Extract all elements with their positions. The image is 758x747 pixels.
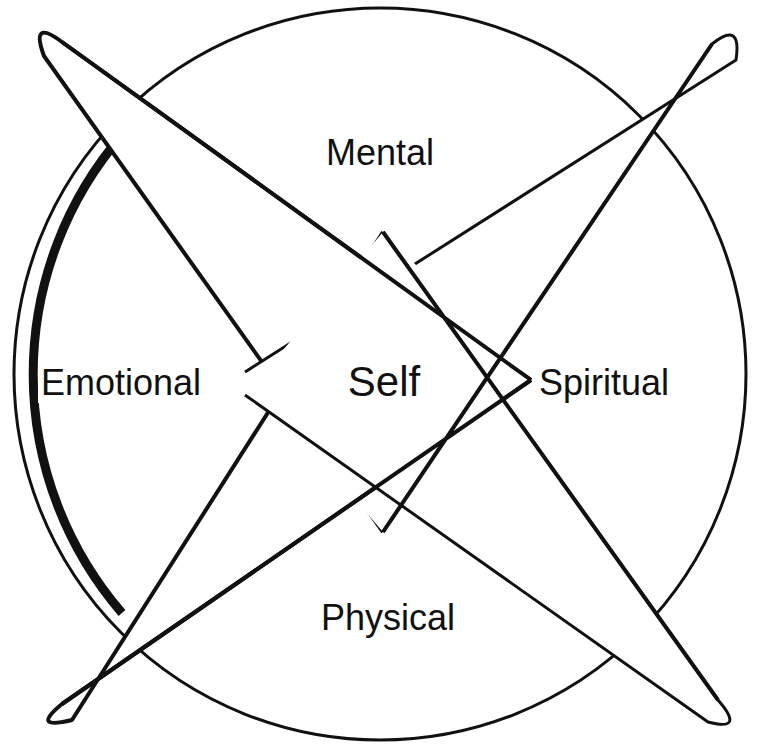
physical-label: Physical bbox=[318, 598, 458, 638]
spiritual-label: Spiritual bbox=[536, 363, 672, 403]
outer-circle bbox=[14, 8, 746, 740]
self-label: Self bbox=[345, 359, 423, 405]
leaf-bottom-right bbox=[245, 232, 730, 724]
mental-label: Mental bbox=[323, 133, 437, 173]
emotional-label: Emotional bbox=[38, 363, 204, 403]
